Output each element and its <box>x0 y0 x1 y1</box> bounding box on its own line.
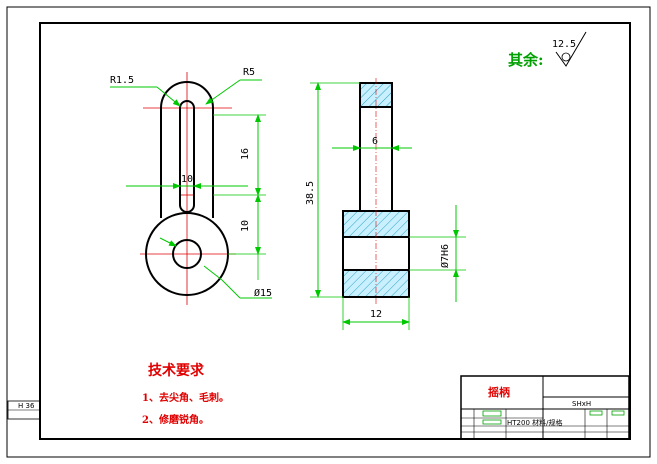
roughness-symbol-icon <box>555 31 587 67</box>
outer-border <box>6 6 651 458</box>
dim-dia-7h6: Ø7H6 <box>439 244 451 268</box>
dim-dia-15: Ø15 <box>254 287 272 299</box>
part-name: 摇柄 <box>488 385 510 399</box>
tech-req-item-1: 1、去尖角、毛刺。 <box>142 391 229 404</box>
title-block: 摇柄 SHxH HT200 材料/规格 <box>460 375 630 440</box>
technical-requirements: 技术要求 1、去尖角、毛刺。 2、修磨锐角。 <box>142 362 229 426</box>
dim-16: 16 <box>240 148 251 160</box>
dim-r5: R5 <box>243 67 255 78</box>
surface-finish-note: 其余: 12.5 <box>508 31 587 69</box>
dim-38-5: 38.5 <box>305 181 316 205</box>
surface-finish-value: 12.5 <box>552 39 576 50</box>
dim-6: 6 <box>372 136 378 147</box>
surface-finish-label: 其余: <box>508 51 544 69</box>
tech-req-title: 技术要求 <box>148 362 205 379</box>
dim-10-horizontal: 10 <box>181 174 193 185</box>
front-view: R1.5 R5 16 10 10 Ø15 <box>110 67 272 305</box>
tech-req-item-2: 2、修磨锐角。 <box>142 413 209 426</box>
dim-12: 12 <box>370 309 382 320</box>
dim-10-vertical: 10 <box>240 220 251 232</box>
dim-r1-5: R1.5 <box>110 75 134 86</box>
side-view: 38.5 6 12 Ø7H6 <box>305 78 466 330</box>
inner-border <box>39 22 631 440</box>
svg-text:H 36: H 36 <box>18 402 35 410</box>
drawing-code: SHxH <box>572 400 591 408</box>
material-note: HT200 材料/规格 <box>507 418 562 427</box>
side-stamp: H 36 <box>7 400 41 420</box>
